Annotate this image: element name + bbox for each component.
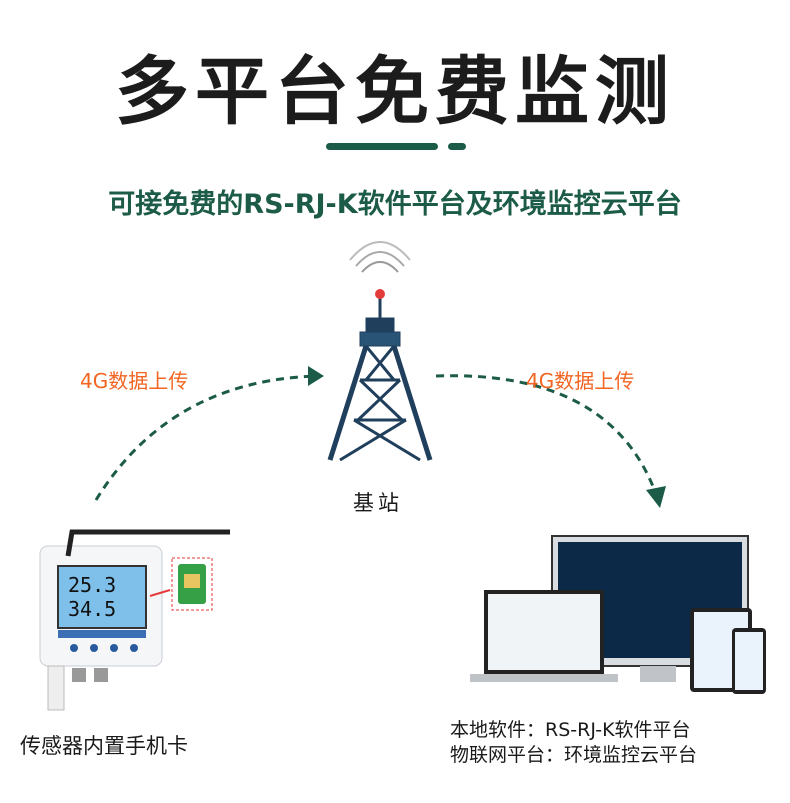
- phone-icon: [732, 628, 766, 694]
- platform-line-iot: 物联网平台：环境监控云平台: [450, 744, 698, 766]
- upload-label-left: 4G数据上传: [80, 369, 189, 393]
- page-subtitle: 可接免费的RS-RJ-K软件平台及环境监控云平台: [108, 189, 682, 220]
- upload-label-right: 4G数据上传: [526, 369, 635, 393]
- page-title: 多平台免费监测: [115, 49, 675, 135]
- device-caption: 传感器内置手机卡: [20, 734, 188, 758]
- station-label: 基站: [353, 491, 403, 515]
- title-divider: [326, 143, 438, 150]
- laptop-icon: [470, 590, 618, 682]
- upload-arrow-left-head: [308, 366, 324, 386]
- svg-text:34.5: 34.5: [68, 597, 116, 621]
- upload-arrow-right-head: [646, 486, 666, 508]
- svg-text:25.3: 25.3: [68, 573, 116, 597]
- upload-arrow-right: [435, 374, 658, 495]
- sensor-device-icon: 25.3 34.5: [39, 529, 230, 711]
- sim-card-icon: [149, 557, 213, 611]
- base-station-tower-icon: [327, 241, 433, 462]
- upload-arrow-left: [94, 374, 319, 501]
- platform-caption: 本地软件：RS-RJ-K软件平台 物联网平台：环境监控云平台: [450, 718, 785, 768]
- platform-line-local: 本地软件：RS-RJ-K软件平台: [450, 719, 691, 741]
- title-divider-dot: [448, 143, 466, 150]
